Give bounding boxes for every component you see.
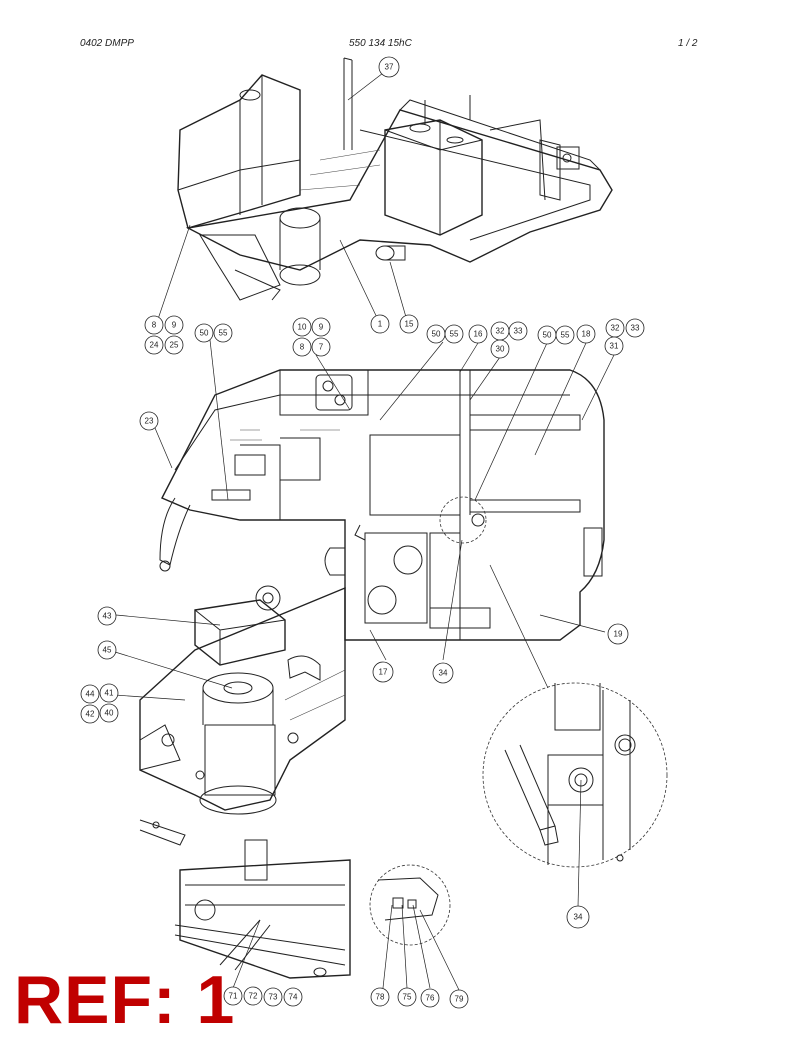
callout-33: 33: [625, 318, 645, 338]
callout-15: 15: [399, 314, 419, 334]
svg-text:44: 44: [86, 690, 95, 699]
callout-30: 30: [490, 339, 510, 359]
swing-bearing-detail: [139, 585, 346, 846]
callout-10: 10: [292, 317, 312, 337]
svg-text:7: 7: [319, 343, 324, 352]
svg-text:78: 78: [376, 993, 385, 1002]
reference-label: REF: 1: [14, 962, 236, 1038]
callout-16: 16: [468, 324, 488, 344]
callout-7: 7: [311, 337, 331, 357]
svg-text:40: 40: [105, 709, 114, 718]
svg-text:42: 42: [86, 710, 95, 719]
svg-text:50: 50: [543, 331, 552, 340]
callout-72: 72: [243, 986, 263, 1006]
callout-41: 41: [99, 683, 119, 703]
callout-19: 19: [607, 623, 629, 645]
svg-text:16: 16: [474, 330, 483, 339]
svg-text:76: 76: [426, 994, 435, 1003]
svg-text:43: 43: [103, 612, 112, 621]
svg-text:19: 19: [614, 630, 623, 639]
callout-42: 42: [80, 704, 100, 724]
callout-71: 71: [223, 986, 243, 1006]
svg-text:25: 25: [170, 341, 179, 350]
callout-44: 44: [80, 684, 100, 704]
zoom-detail-circle: [482, 682, 668, 868]
callout-79: 79: [449, 989, 469, 1009]
callout-18: 18: [576, 324, 596, 344]
svg-text:74: 74: [289, 993, 298, 1002]
svg-text:79: 79: [455, 995, 464, 1004]
callout-78: 78: [370, 987, 390, 1007]
svg-text:32: 32: [611, 324, 620, 333]
svg-text:50: 50: [200, 329, 209, 338]
svg-text:72: 72: [249, 992, 258, 1001]
svg-text:15: 15: [405, 320, 414, 329]
callout-24: 24: [144, 335, 164, 355]
svg-text:1: 1: [378, 320, 383, 329]
plan-view: [159, 369, 605, 641]
callout-9: 9: [164, 315, 184, 335]
svg-text:50: 50: [432, 330, 441, 339]
svg-text:30: 30: [496, 345, 505, 354]
svg-text:55: 55: [450, 330, 459, 339]
svg-text:75: 75: [403, 993, 412, 1002]
svg-text:37: 37: [385, 63, 394, 72]
svg-text:17: 17: [379, 668, 388, 677]
header-page-number: 1 / 2: [678, 38, 698, 49]
svg-text:41: 41: [105, 689, 114, 698]
header-part-number: 550 134 15hC: [349, 38, 412, 49]
svg-text:10: 10: [298, 323, 307, 332]
callout-45: 45: [97, 640, 117, 660]
bottom-linkage-detail: [174, 839, 451, 979]
callout-37: 37: [378, 56, 400, 78]
callout-73: 73: [263, 987, 283, 1007]
svg-text:8: 8: [300, 343, 305, 352]
svg-text:33: 33: [514, 327, 523, 336]
callout-33: 33: [508, 321, 528, 341]
svg-text:8: 8: [152, 321, 157, 330]
svg-text:9: 9: [319, 323, 324, 332]
callout-8: 8: [292, 337, 312, 357]
svg-text:34: 34: [439, 669, 448, 678]
callout-31: 31: [604, 336, 624, 356]
callout-55: 55: [213, 323, 233, 343]
callout-32: 32: [490, 321, 510, 341]
callout-55: 55: [555, 325, 575, 345]
svg-text:32: 32: [496, 327, 505, 336]
callout-76: 76: [420, 988, 440, 1008]
svg-text:55: 55: [219, 329, 228, 338]
callout-23: 23: [139, 411, 159, 431]
callout-55: 55: [444, 324, 464, 344]
callout-1: 1: [370, 314, 390, 334]
leader-lines: [114, 72, 615, 991]
callout-17: 17: [372, 661, 394, 683]
callout-74: 74: [283, 987, 303, 1007]
svg-text:34: 34: [574, 913, 583, 922]
callout-9: 9: [311, 317, 331, 337]
svg-text:73: 73: [269, 993, 278, 1002]
svg-text:31: 31: [610, 342, 619, 351]
callout-32: 32: [605, 318, 625, 338]
svg-text:55: 55: [561, 331, 570, 340]
header-document-code: 0402 DMPP: [80, 38, 134, 49]
callout-50: 50: [537, 325, 557, 345]
callout-40: 40: [99, 703, 119, 723]
callout-34: 34: [566, 905, 590, 929]
svg-text:9: 9: [172, 321, 177, 330]
svg-text:33: 33: [631, 324, 640, 333]
callout-8: 8: [144, 315, 164, 335]
callout-43: 43: [97, 606, 117, 626]
iso-chassis-view: [177, 57, 613, 301]
callout-25: 25: [164, 335, 184, 355]
svg-text:18: 18: [582, 330, 591, 339]
callout-34: 34: [432, 662, 454, 684]
svg-text:45: 45: [103, 646, 112, 655]
svg-text:24: 24: [150, 341, 159, 350]
callout-50: 50: [426, 324, 446, 344]
svg-text:71: 71: [229, 992, 238, 1001]
callout-75: 75: [397, 987, 417, 1007]
callout-50: 50: [194, 323, 214, 343]
svg-text:23: 23: [145, 417, 154, 426]
